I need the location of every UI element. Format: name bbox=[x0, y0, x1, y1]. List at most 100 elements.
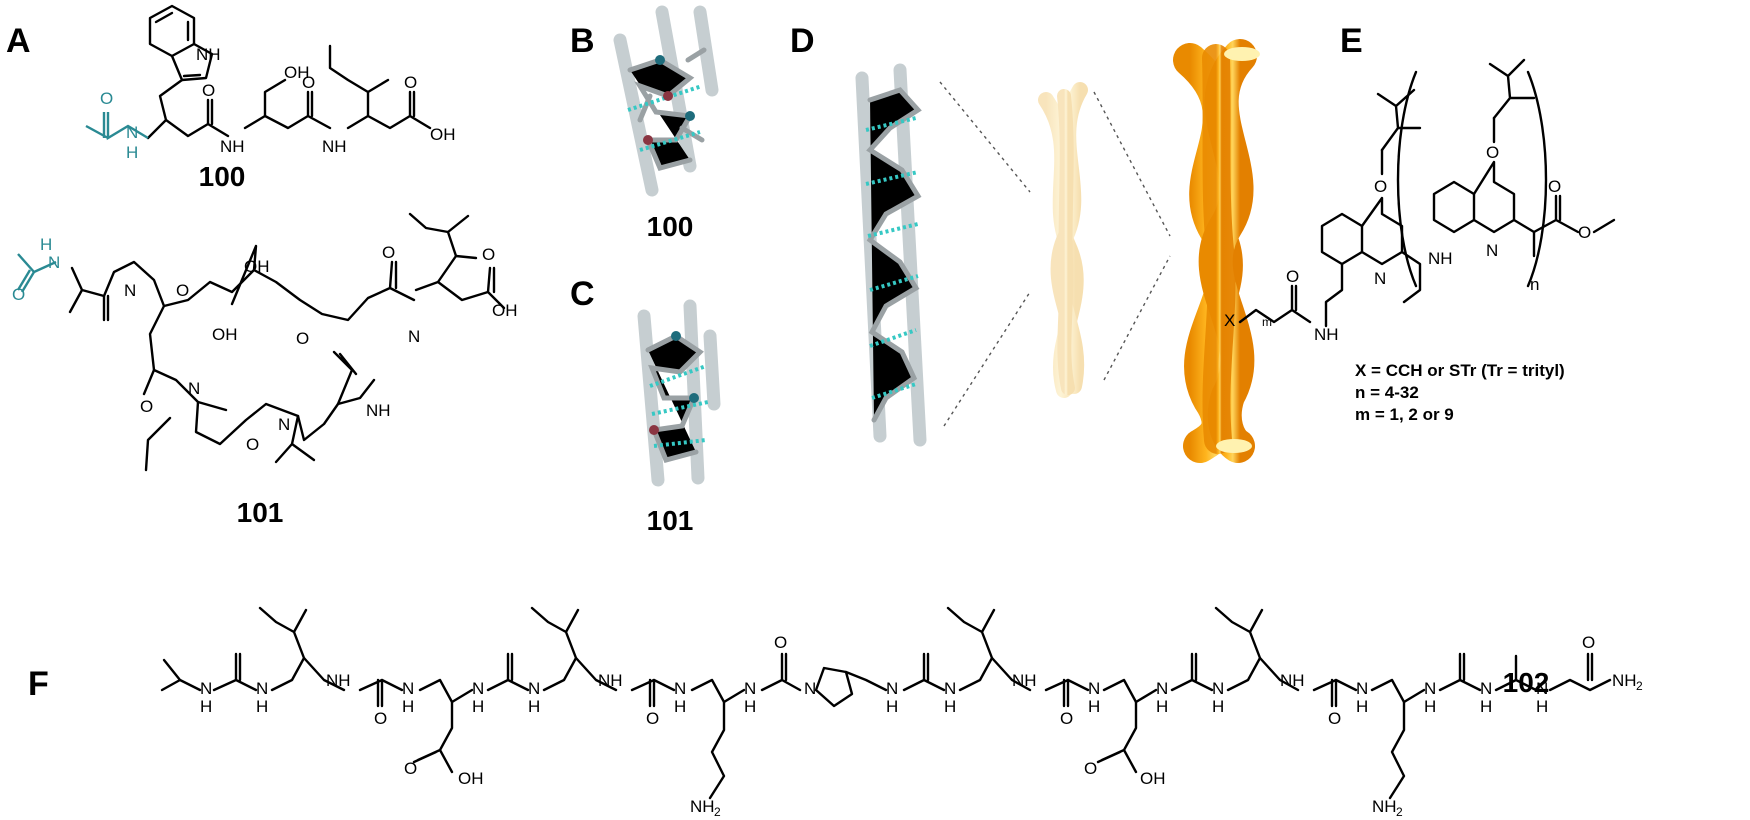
compound-label-102: 102 bbox=[1503, 667, 1550, 698]
atom-nh: NH bbox=[1314, 325, 1339, 344]
atom-h: H bbox=[944, 697, 956, 716]
atom-o: O bbox=[774, 633, 787, 652]
atom-o: O bbox=[1374, 177, 1387, 196]
atom-nh: NH bbox=[366, 401, 391, 420]
atom-n: N bbox=[124, 281, 136, 300]
atom-n: N bbox=[1156, 679, 1168, 698]
atom-o: O bbox=[1328, 709, 1341, 728]
atom-n: N bbox=[200, 679, 212, 698]
compound-label-101: 101 bbox=[237, 497, 284, 528]
atom-nh2: NH bbox=[1612, 671, 1637, 690]
atom-n: N bbox=[402, 679, 414, 698]
atom-subscript-2: 2 bbox=[1636, 679, 1643, 693]
atom-o: O bbox=[246, 435, 259, 454]
atom-n: N bbox=[744, 679, 756, 698]
atom-h: H bbox=[1356, 697, 1368, 716]
atom-n: N bbox=[126, 123, 138, 142]
atom-oh: OH bbox=[212, 325, 238, 344]
atom-nh: NH bbox=[220, 137, 245, 156]
atom-n: N bbox=[1480, 679, 1492, 698]
atom-h: H bbox=[1480, 697, 1492, 716]
compound-label-101-model: 101 bbox=[647, 505, 694, 536]
atom-n: N bbox=[944, 679, 956, 698]
atom-h: H bbox=[1536, 697, 1548, 716]
atom-h: H bbox=[472, 697, 484, 716]
panel-label-a: A bbox=[6, 22, 31, 60]
atom-oh: OH bbox=[492, 301, 518, 320]
coiled-coil-faded bbox=[1038, 82, 1088, 398]
atom-subscript-2: 2 bbox=[714, 805, 721, 819]
atom-nh: NH bbox=[1012, 671, 1037, 690]
atom-n: N bbox=[1486, 241, 1498, 260]
atom-o: O bbox=[1548, 177, 1561, 196]
atom-o: O bbox=[1060, 709, 1073, 728]
atom-h: H bbox=[528, 697, 540, 716]
atom-n: N bbox=[1374, 269, 1386, 288]
atom-oh: OH bbox=[284, 63, 310, 82]
atom-h: H bbox=[200, 697, 212, 716]
atom-h: H bbox=[1424, 697, 1436, 716]
atom-o: O bbox=[202, 81, 215, 100]
legend-n-range: n = 4-32 bbox=[1355, 383, 1419, 402]
atom-n: N bbox=[804, 679, 816, 698]
zoom-guide-right bbox=[1093, 91, 1171, 381]
atom-oh: OH bbox=[430, 125, 456, 144]
atom-nh2: NH bbox=[690, 797, 715, 816]
structure-100: NH O N H O NH OH O NH O OH bbox=[85, 4, 456, 162]
atom-h: H bbox=[40, 235, 52, 254]
atom-o: O bbox=[404, 759, 417, 778]
atom-n: N bbox=[472, 679, 484, 698]
atom-h: H bbox=[674, 697, 686, 716]
atom-o: O bbox=[382, 243, 395, 262]
atom-nh2: NH bbox=[1372, 797, 1397, 816]
atom-o: O bbox=[1578, 223, 1591, 242]
atom-m-index: m bbox=[1262, 315, 1272, 329]
helix-model-extended bbox=[855, 63, 927, 447]
atom-o: O bbox=[296, 329, 309, 348]
atom-oh: OH bbox=[1140, 769, 1166, 788]
structure-102: N H N H NH O N H OH O N H N H NH O N H N… bbox=[160, 606, 1643, 819]
panel-label-e: E bbox=[1340, 22, 1363, 60]
atom-h: H bbox=[886, 697, 898, 716]
panel-label-c: C bbox=[570, 275, 595, 313]
atom-o: O bbox=[302, 73, 315, 92]
atom-n: N bbox=[1212, 679, 1224, 698]
atom-n: N bbox=[408, 327, 420, 346]
atom-n: N bbox=[528, 679, 540, 698]
atom-subscript-2: 2 bbox=[1396, 805, 1403, 819]
atom-h: H bbox=[1212, 697, 1224, 716]
compound-label-100-model: 100 bbox=[647, 211, 694, 242]
atom-h: H bbox=[744, 697, 756, 716]
atom-o: O bbox=[140, 397, 153, 416]
helix-model-101 bbox=[637, 299, 721, 487]
atom-nh: NH bbox=[1428, 249, 1453, 268]
atom-o: O bbox=[482, 245, 495, 264]
atom-n: N bbox=[1536, 679, 1548, 698]
atom-n-index: n bbox=[1530, 275, 1539, 294]
atom-n: N bbox=[278, 415, 290, 434]
atom-x: X bbox=[1224, 311, 1235, 330]
atom-h: H bbox=[1088, 697, 1100, 716]
zoom-guide-left bbox=[939, 81, 1031, 427]
atom-oh: OH bbox=[244, 257, 270, 276]
structure-quinoline-oligomer: O O O N NH n O N NH O X m bbox=[1224, 58, 1616, 344]
atom-h: H bbox=[126, 143, 138, 162]
panel-label-f: F bbox=[28, 665, 49, 703]
atom-n: N bbox=[256, 679, 268, 698]
atom-nh: NH bbox=[196, 45, 221, 64]
atom-o: O bbox=[1084, 759, 1097, 778]
atom-nh: NH bbox=[598, 671, 623, 690]
atom-nh: NH bbox=[322, 137, 347, 156]
atom-n: N bbox=[48, 253, 60, 272]
panel-label-b: B bbox=[570, 22, 595, 60]
atom-o: O bbox=[1582, 633, 1595, 652]
panel-label-d: D bbox=[790, 22, 815, 60]
atom-oh: OH bbox=[458, 769, 484, 788]
atom-n: N bbox=[188, 379, 200, 398]
coiled-coil-bundle bbox=[1173, 39, 1260, 463]
atom-o: O bbox=[646, 709, 659, 728]
atom-n: N bbox=[1424, 679, 1436, 698]
atom-nh: NH bbox=[1280, 671, 1305, 690]
legend-m-values: m = 1, 2 or 9 bbox=[1355, 405, 1454, 424]
structure-101: H N O N O OH OH O O N O OH N N NH O O bbox=[12, 212, 518, 472]
